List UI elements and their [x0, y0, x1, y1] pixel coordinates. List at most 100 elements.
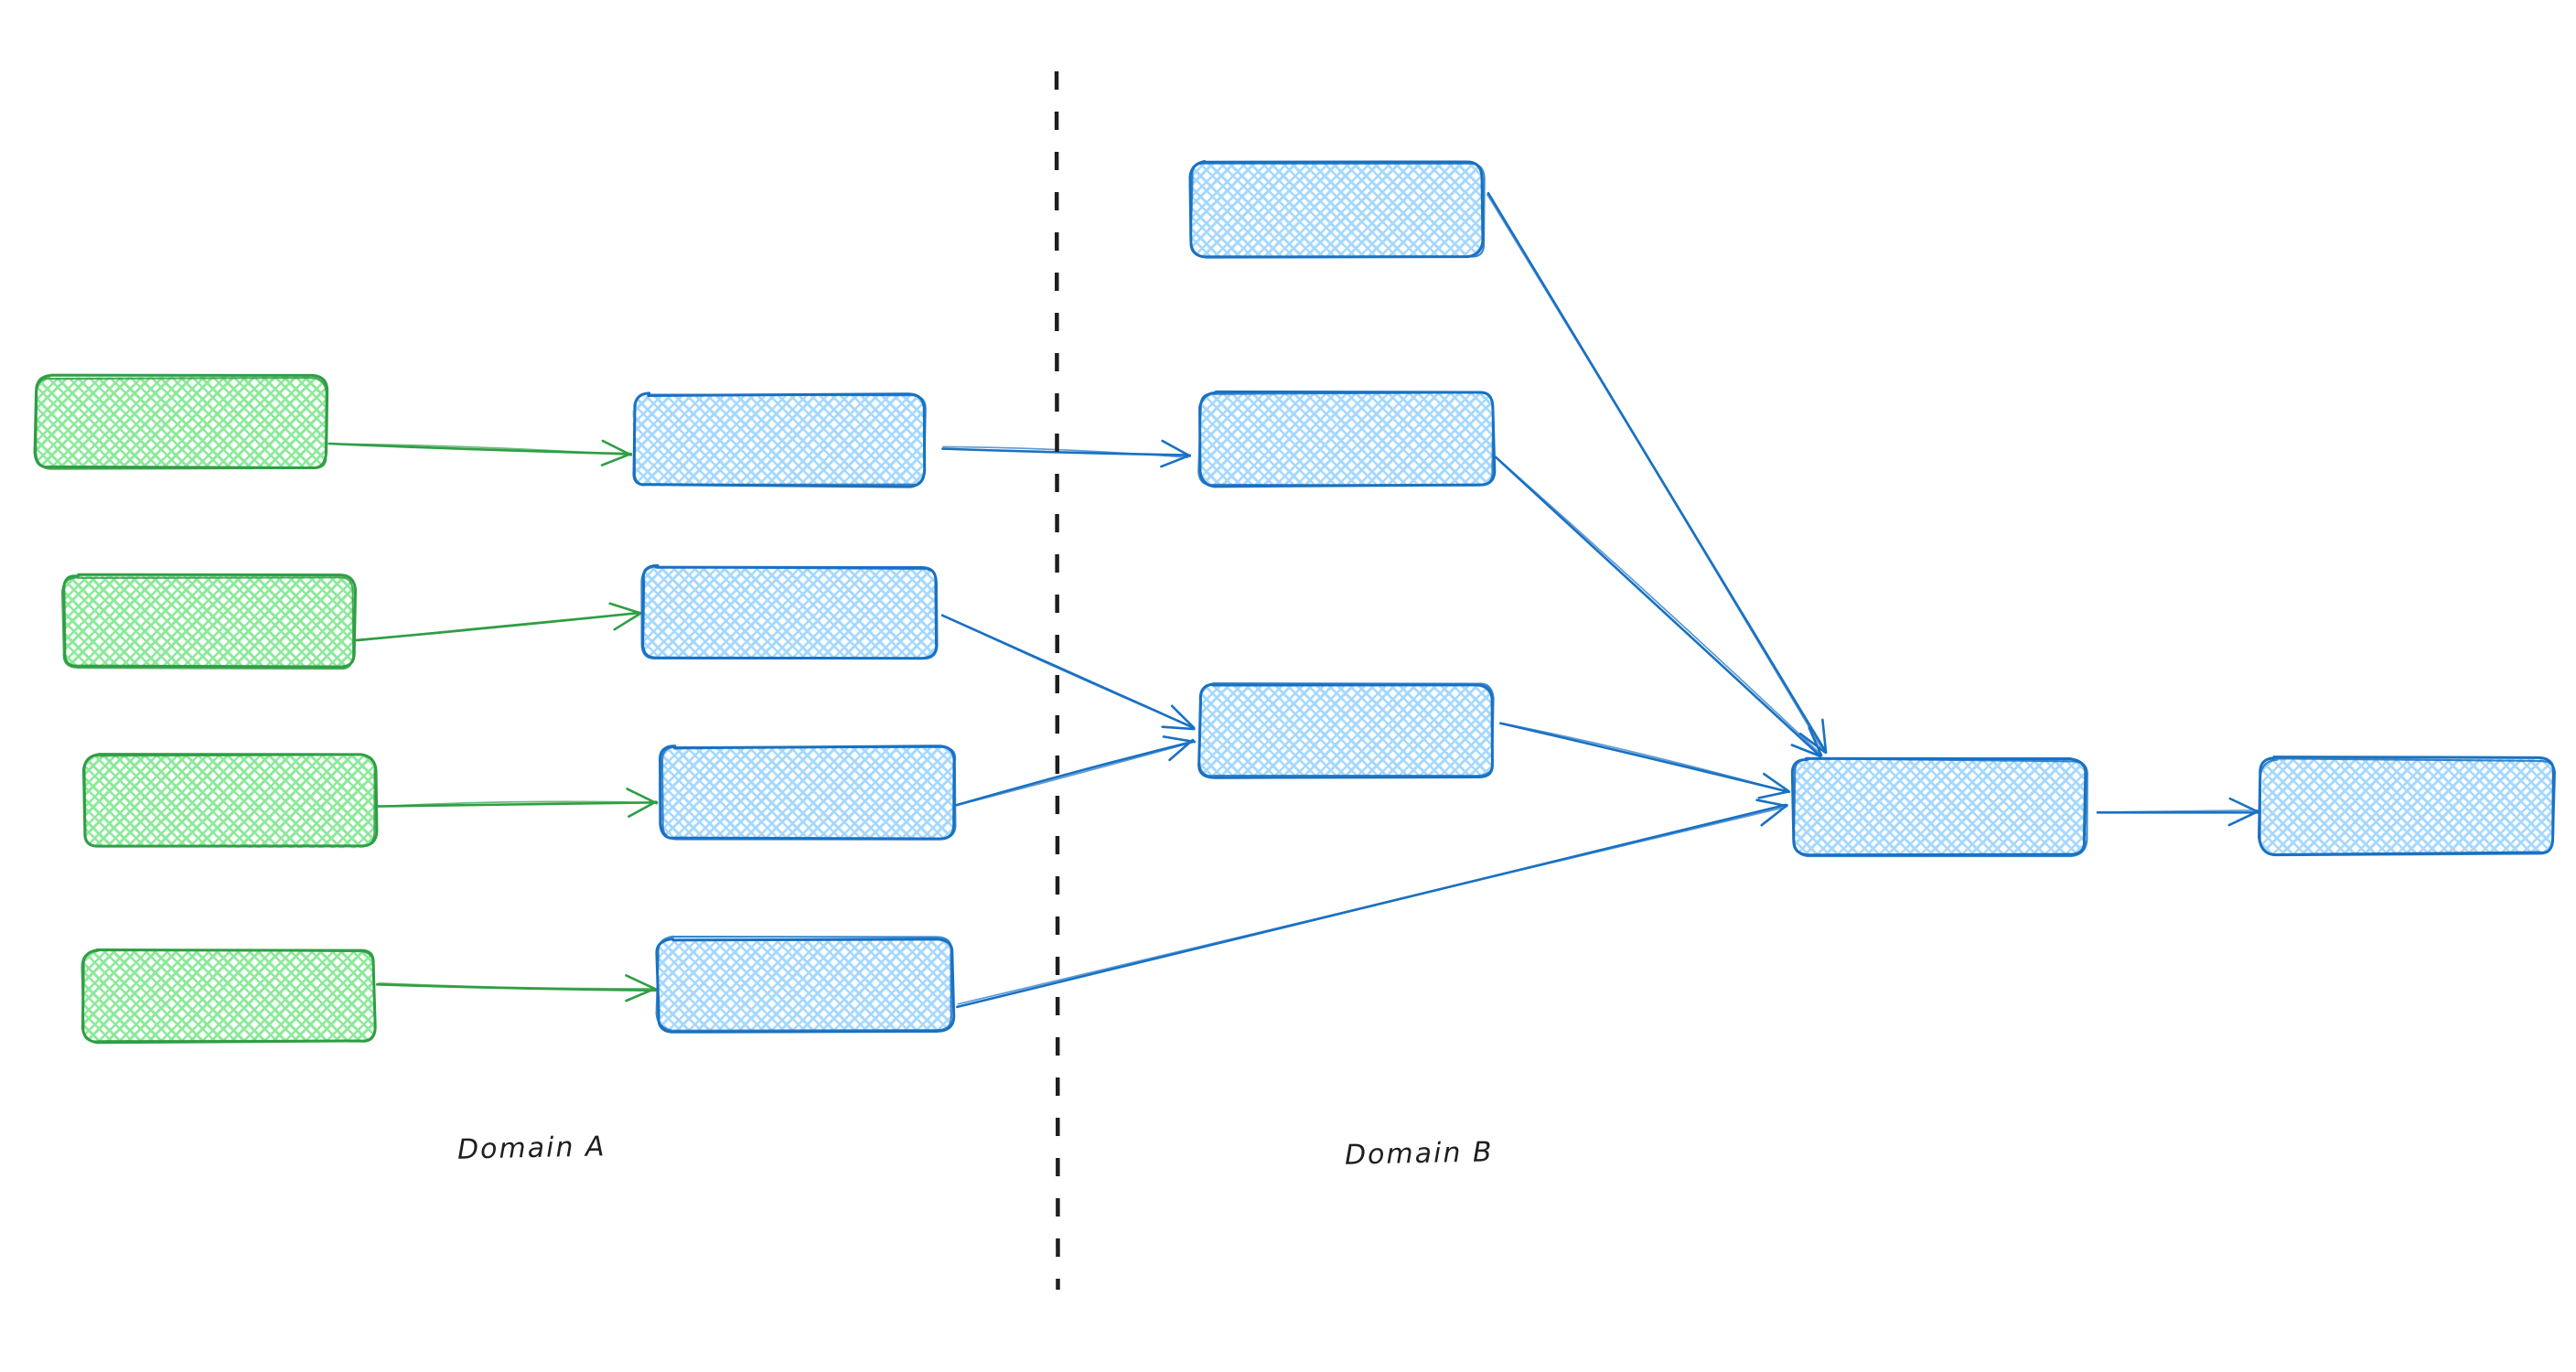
domain-b-label: Domain B: [1344, 1136, 1494, 1172]
edge-b2-c3: [940, 614, 1196, 731]
edge-arrowhead: [1821, 718, 1828, 754]
node-fill-hatch-b: [82, 949, 375, 1042]
node-outline: [60, 576, 355, 670]
edge-arrowhead: [625, 988, 656, 1002]
node-fill-hatch-b: [2260, 759, 2555, 855]
edge-line: [940, 614, 1195, 729]
edge-line: [327, 443, 632, 456]
edge-line: [956, 741, 1194, 807]
edge-arrowhead: [1798, 732, 1828, 755]
domain-divider: [1054, 70, 1060, 1291]
edge-arrowhead: [1162, 735, 1197, 744]
node-c2[interactable]: [1197, 390, 1497, 488]
node-c1[interactable]: [1188, 159, 1486, 259]
edge-arrowhead: [2227, 810, 2259, 827]
divider-layer: [1054, 70, 1060, 1291]
node-fill-hatch-b: [632, 394, 925, 487]
edge-c3-d1: [1498, 722, 1791, 799]
edges-layer: [327, 191, 2259, 1009]
edge-arrowhead: [613, 612, 642, 631]
node-fill-hatch-b: [1198, 683, 1494, 778]
edge-arrowhead: [625, 974, 657, 991]
edge-line: [1494, 456, 1821, 757]
divider-dashed-line: [1054, 70, 1060, 1291]
edge-c1-d1: [1486, 191, 1828, 755]
edge-arrowhead: [1763, 772, 1790, 793]
edge-line: [1497, 457, 1821, 755]
node-outline: [655, 935, 952, 1032]
edge-d1-e1: [2096, 797, 2259, 827]
node-a3[interactable]: [81, 753, 379, 849]
edge-arrowhead: [1790, 744, 1822, 758]
edge-a2-b2: [355, 602, 642, 642]
domain-a-label: Domain A: [456, 1131, 606, 1166]
node-fill-hatch-b: [62, 575, 356, 669]
edge-line: [357, 612, 641, 642]
node-fill-hatch-b: [642, 566, 938, 659]
node-fill-hatch-b: [83, 754, 376, 849]
edge-arrowhead: [600, 453, 632, 466]
node-fill-hatch-b: [1191, 162, 1484, 256]
node-outline: [83, 754, 376, 848]
node-outline: [660, 745, 957, 841]
node-outline: [35, 377, 327, 470]
edge-arrowhead: [2228, 797, 2259, 813]
edge-line: [957, 806, 1787, 1005]
edge-line: [955, 740, 1196, 807]
node-e1[interactable]: [2258, 756, 2557, 857]
edge-c2-d1: [1494, 456, 1823, 758]
edge-line: [1486, 193, 1825, 754]
edge-a1-b1: [327, 439, 633, 466]
node-a2[interactable]: [60, 573, 358, 670]
edge-line: [374, 801, 659, 808]
node-outline: [1790, 756, 2088, 857]
edge-arrowhead: [626, 788, 658, 805]
node-fill-hatch-b: [1792, 759, 2088, 856]
edge-line: [376, 800, 657, 808]
edge-b4-d1: [956, 799, 1788, 1009]
edge-arrowhead: [1755, 799, 1788, 808]
node-fill-hatch-b: [1199, 392, 1495, 487]
nodes-layer: [33, 159, 2557, 1045]
node-a1[interactable]: [33, 373, 329, 470]
node-b3[interactable]: [659, 745, 957, 841]
edge-arrowhead: [608, 602, 642, 615]
edge-a4-b4: [375, 974, 658, 1002]
node-outline: [1197, 391, 1495, 487]
edge-arrowhead: [1168, 738, 1195, 762]
edge-arrowhead: [1161, 725, 1196, 731]
node-outline: [1189, 162, 1486, 258]
edge-line: [1487, 191, 1828, 753]
edge-arrowhead: [1760, 804, 1788, 827]
node-b4[interactable]: [655, 935, 956, 1034]
edge-arrowhead: [1160, 454, 1191, 468]
node-b1[interactable]: [632, 391, 927, 488]
edge-line: [378, 982, 656, 990]
edge-a3-b3: [374, 788, 659, 818]
node-outline: [80, 948, 376, 1043]
node-b2[interactable]: [640, 563, 939, 660]
node-a4[interactable]: [80, 948, 377, 1045]
edge-arrowhead: [628, 800, 658, 818]
edge-line: [2097, 809, 2259, 813]
node-outline: [633, 391, 927, 487]
node-fill-hatch-b: [660, 745, 955, 840]
edge-arrowhead: [1161, 439, 1192, 457]
edge-line: [1500, 722, 1789, 794]
edge-arrowhead: [1170, 704, 1196, 729]
node-outline: [1197, 682, 1495, 777]
edge-line: [941, 445, 1189, 458]
edge-b1-c2: [941, 439, 1192, 468]
node-outline: [640, 565, 939, 660]
edge-b3-c3: [955, 735, 1197, 807]
node-fill-hatch-b: [657, 938, 953, 1031]
node-d1[interactable]: [1790, 756, 2088, 858]
node-fill-hatch-b: [35, 376, 328, 470]
node-c3[interactable]: [1197, 682, 1495, 779]
node-outline: [1792, 757, 2088, 858]
edge-arrowhead: [1757, 790, 1789, 799]
edge-line: [1498, 722, 1791, 794]
edge-arrowhead: [601, 439, 633, 456]
